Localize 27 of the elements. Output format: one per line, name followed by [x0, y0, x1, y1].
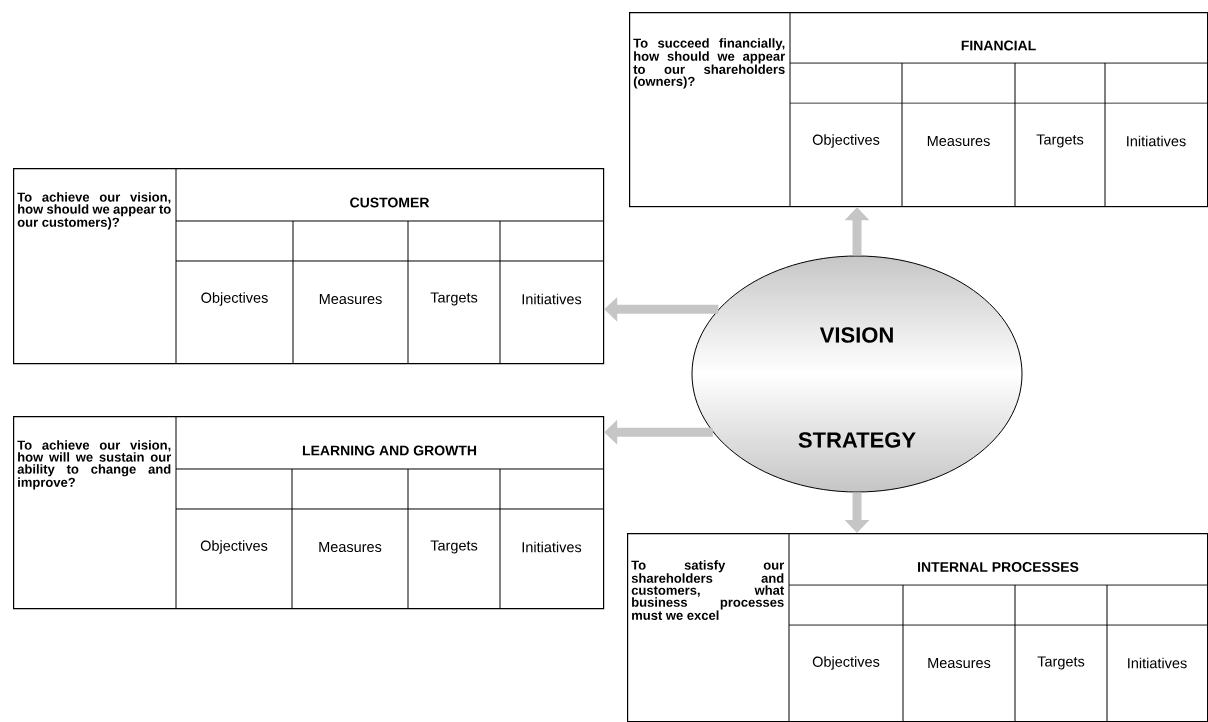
question-text: To satisfy our shareholders and customers, what business processes must we excel	[631, 560, 785, 620]
question-text: To achieve our vision, how will we sustain our ability to change and improve?	[17, 440, 171, 490]
cell-text: Measures	[319, 541, 382, 553]
cell-text: Objectives	[200, 540, 268, 554]
vision-ellipse	[691, 255, 1023, 493]
cell-text: Initiatives	[522, 541, 582, 553]
cell-text: Measures	[319, 293, 382, 305]
ellipse-text: VISION	[819, 327, 893, 343]
cell-text: Targets	[1037, 656, 1085, 670]
perspective-heading: CUSTOMER	[350, 197, 430, 208]
cell-text: Initiatives	[522, 293, 582, 305]
cell-text: Objectives	[812, 134, 880, 148]
cell-text: Initiatives	[1128, 657, 1187, 669]
cell-text: Measures	[927, 135, 990, 147]
cell-text: Targets	[430, 540, 478, 554]
cell-text: Objectives	[812, 656, 880, 670]
cell-text: Objectives	[201, 292, 268, 306]
perspective-heading: LEARNING AND GROWTH	[302, 445, 477, 456]
perspective-heading: INTERNAL PROCESSES	[918, 562, 1079, 572]
perspective-heading: FINANCIAL	[961, 40, 1036, 51]
cell-text: Targets	[1036, 134, 1084, 148]
ellipse-text: STRATEGY	[798, 432, 916, 448]
question-text: To succeed financially, how should we appear to our shareholders (owners)?	[633, 38, 785, 89]
cell-text: Targets	[430, 292, 478, 306]
cell-text: Measures	[928, 657, 991, 669]
question-text: To achieve our vision, how should we appear to our customers)?	[17, 192, 171, 230]
cell-text: Initiatives	[1127, 135, 1186, 147]
